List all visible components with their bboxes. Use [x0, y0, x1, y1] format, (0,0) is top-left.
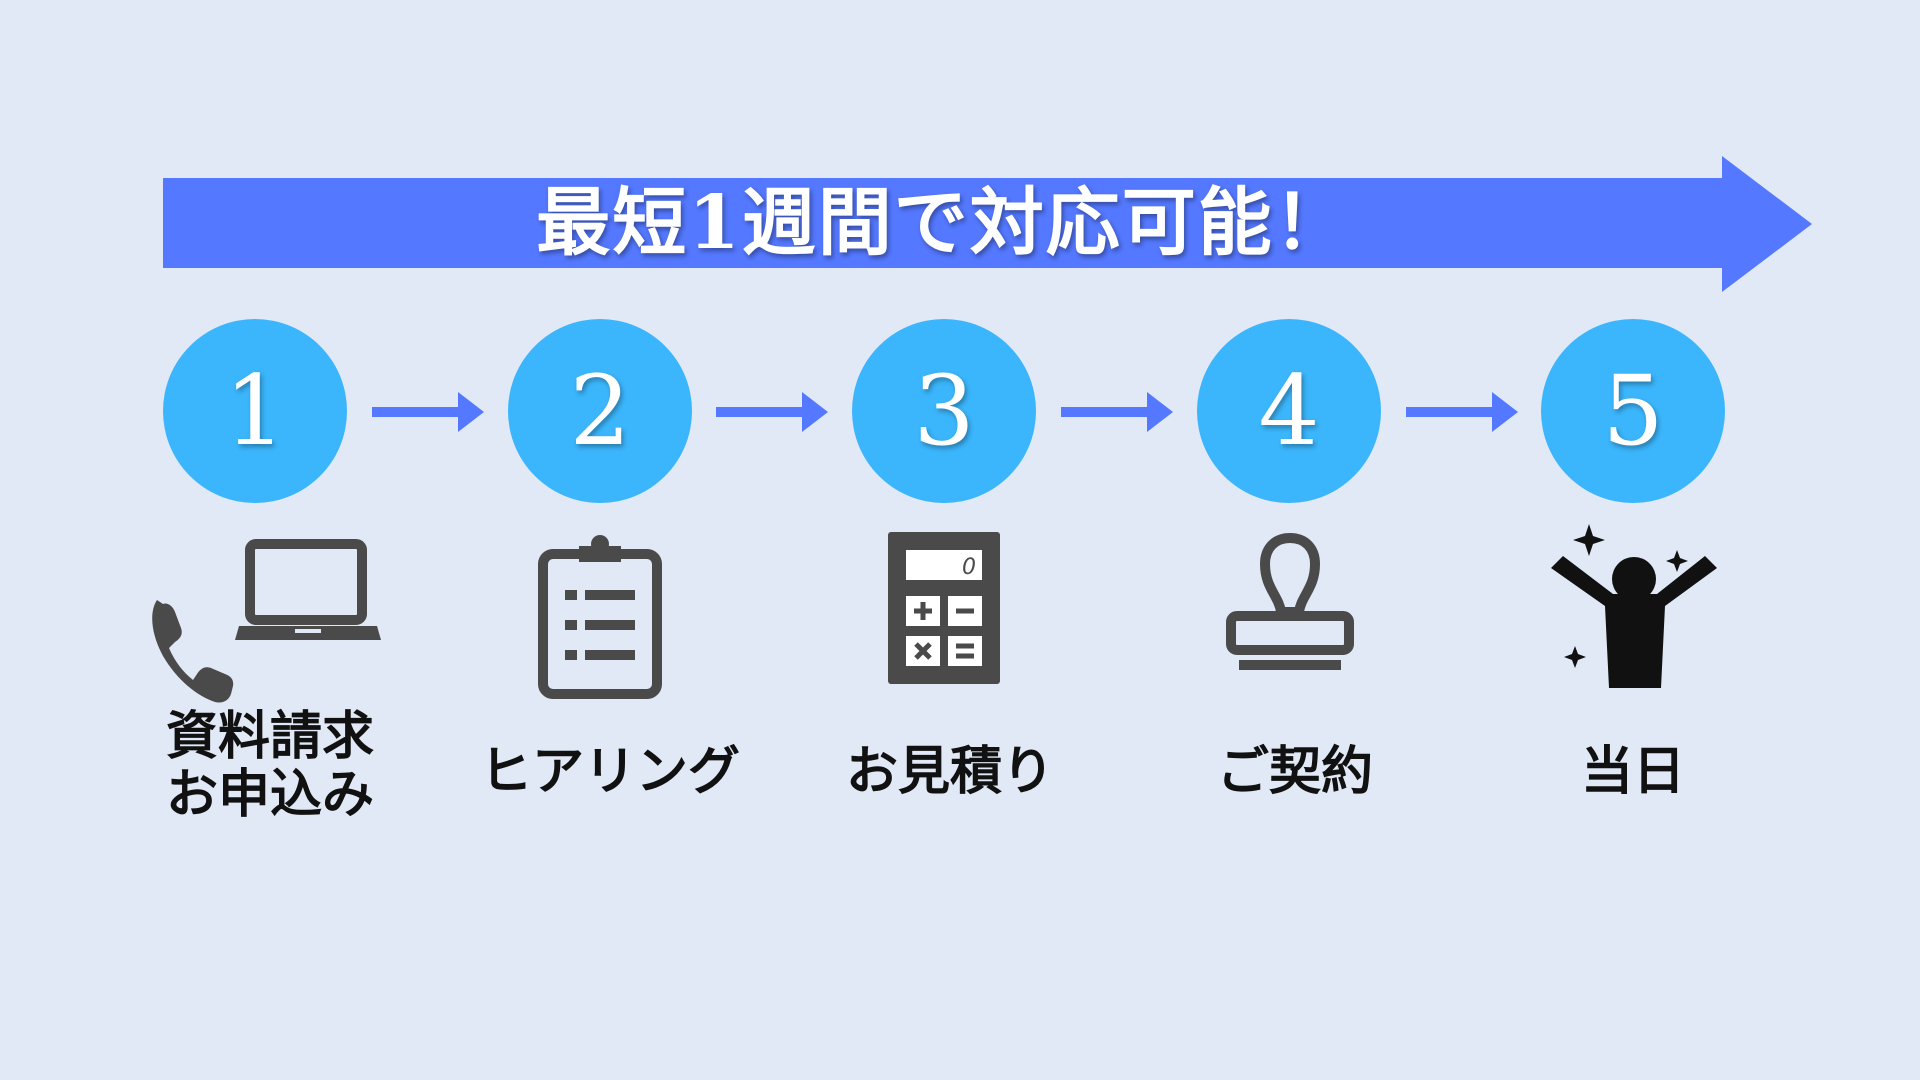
step-5-circle: 5 — [1541, 319, 1725, 503]
celebrating-person-icon — [1551, 524, 1717, 688]
banner-title: 最短1週間で対応可能！ — [536, 180, 1350, 266]
step-3-circle: 3 — [852, 319, 1036, 503]
connector-arrow-1-2 — [372, 392, 484, 432]
laptop-icon — [235, 539, 381, 640]
step-3-label: お見積り — [845, 741, 1054, 802]
phone-icon — [152, 600, 234, 703]
calculator-icon: 0 — [888, 532, 1000, 684]
step-4-label: ご契約 — [1216, 741, 1373, 802]
connector-arrow-2-3 — [716, 392, 828, 432]
connector-arrow-4-5 — [1406, 392, 1518, 432]
step-1-label-line2: お申込み — [165, 764, 374, 825]
step-2-circle: 2 — [508, 319, 692, 503]
step-4-circle: 4 — [1197, 319, 1381, 503]
clipboard-icon — [538, 535, 662, 699]
stamp-icon — [1226, 532, 1354, 670]
timeline-banner-arrow — [163, 156, 1812, 292]
calculator-display: 0 — [962, 555, 976, 580]
step-2-label: ヒアリング — [479, 741, 740, 802]
step-1-label-line1: 資料請求 — [165, 706, 374, 767]
step-5-label: 当日 — [1580, 741, 1685, 802]
step-1-circle: 1 — [163, 319, 347, 503]
connector-arrow-3-4 — [1061, 392, 1173, 432]
step-1-label: 資料請求 お申込み — [150, 708, 390, 824]
step-1-icons — [152, 539, 381, 703]
